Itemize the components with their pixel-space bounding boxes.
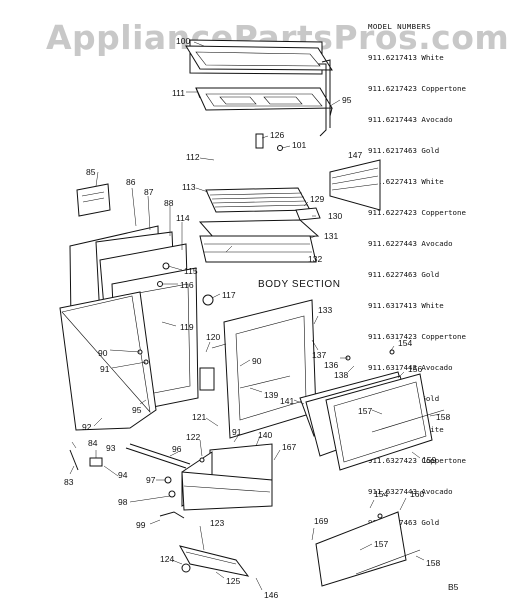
model-row: 911.6227413 White <box>368 176 444 186</box>
callout: 124 <box>160 554 174 564</box>
model-row: 911.6217423 Coppertone <box>368 83 466 93</box>
cooktop-top-part <box>185 39 333 75</box>
callout: 158 <box>436 412 450 422</box>
callout: 133 <box>318 305 332 315</box>
callout: 139 <box>264 390 278 400</box>
model-row: 911.6227443 Avocado <box>368 238 453 248</box>
callout: 111 <box>172 88 185 98</box>
callout: 147 <box>348 150 362 160</box>
model-row: 911.6317423 Coppertone <box>368 332 466 341</box>
callout: 120 <box>206 332 220 342</box>
callout: 136 <box>324 360 338 370</box>
callout: 115 <box>184 266 198 276</box>
callout: 113 <box>182 182 196 192</box>
callout: 159 <box>422 455 436 465</box>
drawer-part <box>181 443 273 511</box>
callout: 96 <box>172 444 182 454</box>
callout: 101 <box>292 140 306 150</box>
callout: 125 <box>226 576 240 586</box>
callout: 83 <box>64 477 74 487</box>
callout: 138 <box>334 370 348 380</box>
broil-pan-part <box>198 219 320 263</box>
callout: 140 <box>258 430 272 440</box>
callout: 84 <box>88 438 98 448</box>
side-frame-part <box>318 59 331 137</box>
callout: 167 <box>282 442 296 452</box>
callout: 129 <box>310 194 324 204</box>
model-row: 911.6317443 Avocado <box>368 363 453 373</box>
callout: 119 <box>180 322 194 332</box>
callout: 154 <box>398 338 412 348</box>
callout: 117 <box>222 290 236 300</box>
callout: 92 <box>82 422 92 432</box>
callout: 112 <box>186 152 200 162</box>
label-plate-part <box>76 183 111 217</box>
callout: 130 <box>328 211 342 221</box>
vent-trim-part <box>295 207 321 221</box>
drawer-rail-part <box>125 443 191 469</box>
callout: 122 <box>186 432 200 442</box>
model-row: 911.6327423 Coppertone <box>368 456 466 466</box>
callout: 87 <box>144 187 154 197</box>
drawer-panel-part <box>315 511 421 587</box>
callout: 114 <box>176 213 190 223</box>
door-frame-part <box>199 299 317 439</box>
callout: 169 <box>314 516 328 526</box>
burner-box-part <box>195 87 333 117</box>
callout: 91 <box>100 364 110 374</box>
callout: 141 <box>280 396 294 406</box>
callout: 88 <box>164 198 174 208</box>
callout: 95 <box>132 405 142 415</box>
door-panels-part <box>299 349 445 471</box>
model-row: 911.6317413 White <box>368 300 444 310</box>
model-row: 911.6217463 Gold <box>368 145 440 155</box>
model-numbers-header: MODEL NUMBERS <box>368 21 432 31</box>
callout: 90 <box>98 348 108 358</box>
callout: 132 <box>308 254 322 264</box>
callout-labels: 100 111 95 126 101 112 147 113 129 130 1… <box>64 36 450 600</box>
callout: 157 <box>358 406 372 416</box>
section-title: BODY SECTION <box>258 279 341 290</box>
model-row: 911.6227423 Coppertone <box>368 207 466 217</box>
model-row: 911.6327443 Avocado <box>368 487 453 497</box>
callout: 86 <box>126 177 136 187</box>
callout: 97 <box>146 475 156 485</box>
callout: 95 <box>342 95 352 105</box>
callout: 154 <box>374 489 388 499</box>
callout: 100 <box>176 36 190 46</box>
callout: 121 <box>192 412 206 422</box>
callout: 146 <box>264 590 278 600</box>
callout: 160 <box>410 489 424 499</box>
callout: 157 <box>374 539 388 549</box>
page-code: B5 <box>448 582 459 592</box>
side-grille-part <box>329 159 381 211</box>
callout: 91 <box>232 427 242 437</box>
leader-lines <box>69 41 441 591</box>
insulation-parts <box>137 262 214 365</box>
callout: 98 <box>118 497 128 507</box>
callout: 94 <box>118 470 128 480</box>
callout: 156 <box>408 364 422 374</box>
side-panel-part <box>59 291 157 431</box>
callout: 90 <box>252 356 262 366</box>
callout: 131 <box>324 231 338 241</box>
callout: 99 <box>136 520 146 530</box>
grill-rack-part <box>205 187 311 213</box>
callout: 116 <box>180 280 194 290</box>
model-row: 911.6217413 White <box>368 52 444 62</box>
drawer-front-part <box>179 545 250 577</box>
callout: 85 <box>86 167 96 177</box>
callout: 158 <box>426 558 440 568</box>
model-row: 911.6217443 Avocado <box>368 114 453 124</box>
callout: 137 <box>312 350 326 360</box>
callout: 93 <box>106 443 116 453</box>
model-row: 911.6227463 Gold <box>368 269 440 279</box>
callout: 126 <box>270 130 284 140</box>
small-hardware-parts <box>69 449 205 573</box>
callout: 123 <box>210 518 224 528</box>
